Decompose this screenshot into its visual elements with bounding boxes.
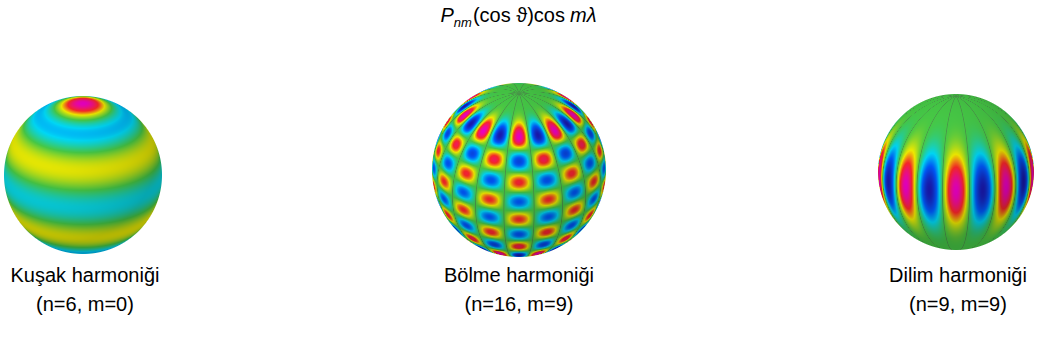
caption-params: (n=16, m=9) <box>465 292 574 316</box>
formula-subscript: nm <box>454 15 472 30</box>
formula-symbol: m <box>570 4 587 26</box>
formula-symbol: P <box>441 4 454 26</box>
caption-title: Dilim harmoniği <box>889 263 1027 287</box>
caption-params: (n=9, m=9) <box>909 292 1007 316</box>
formula: Pnm(cos ϑ)cosmλ <box>0 4 1037 30</box>
tesseral-sphere <box>430 81 608 259</box>
caption-title: Bölme harmoniği <box>444 263 594 287</box>
caption-params: (n=6, m=0) <box>36 292 134 316</box>
formula-symbol: λ <box>587 4 597 26</box>
zonal-sphere <box>2 94 164 256</box>
sectoral-sphere <box>876 92 1036 252</box>
caption-title: Kuşak harmoniği <box>11 263 160 287</box>
formula-text: (cos ϑ)cos <box>473 4 565 26</box>
